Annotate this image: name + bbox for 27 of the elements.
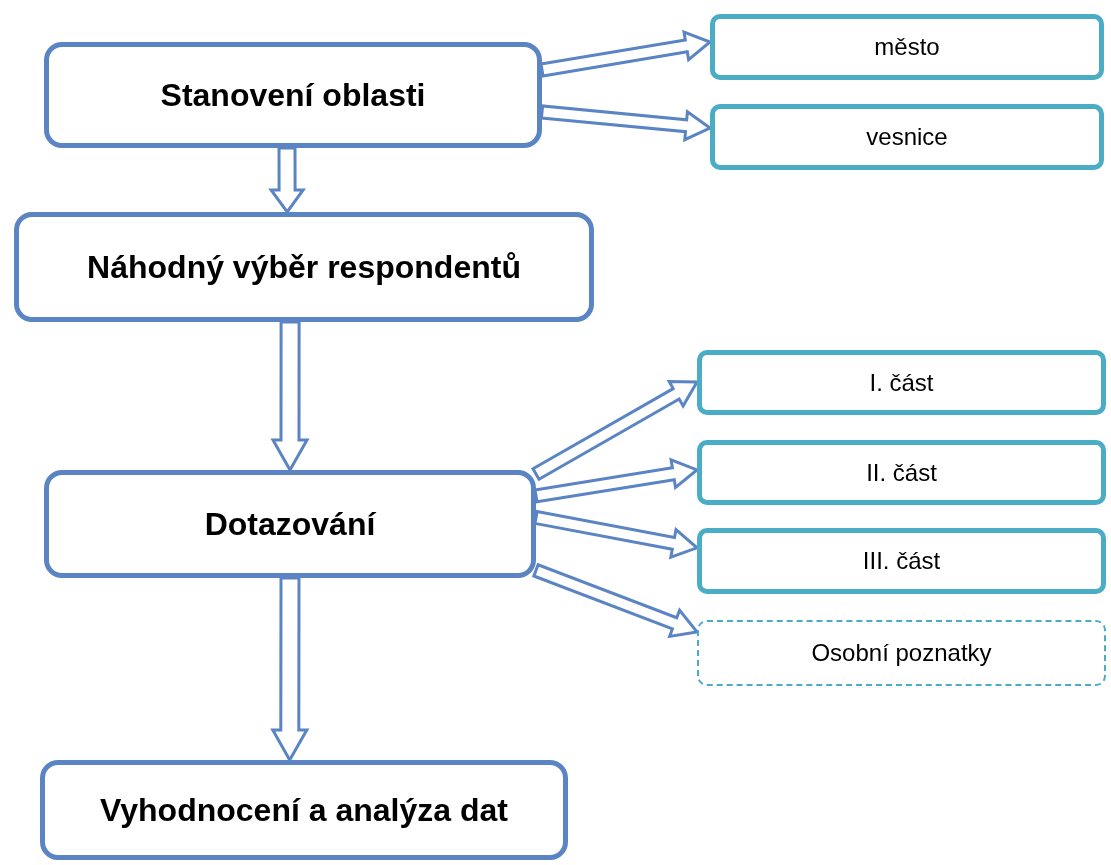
box-label: vesnice	[866, 122, 948, 152]
box-label: Dotazování	[204, 505, 376, 544]
block-arrow	[268, 146, 307, 215]
box-label: Vyhodnocení a analýza dat	[100, 791, 508, 830]
category-box	[697, 620, 1106, 686]
process-box	[44, 42, 542, 148]
process-box	[40, 760, 568, 860]
block-arrow	[531, 562, 700, 639]
category-box	[697, 440, 1106, 505]
box-label: III. část	[862, 546, 941, 576]
box-label: Náhodný výběr respondentů	[87, 248, 521, 287]
category-box	[710, 104, 1104, 170]
block-arrow	[539, 29, 713, 78]
box-label: město	[874, 32, 940, 62]
process-box	[44, 470, 536, 578]
box-label: I. část	[869, 367, 934, 398]
category-box	[710, 14, 1104, 80]
block-arrow	[530, 380, 700, 482]
process-box	[14, 212, 594, 322]
block-arrow	[533, 509, 700, 560]
box-label: II. část	[866, 457, 937, 488]
box-label: Osobní poznatky	[811, 638, 992, 668]
block-arrow	[539, 104, 713, 143]
block-arrow	[533, 457, 700, 504]
category-box	[697, 528, 1106, 594]
category-box	[697, 350, 1106, 415]
box-label: Stanovení oblasti	[160, 76, 426, 115]
